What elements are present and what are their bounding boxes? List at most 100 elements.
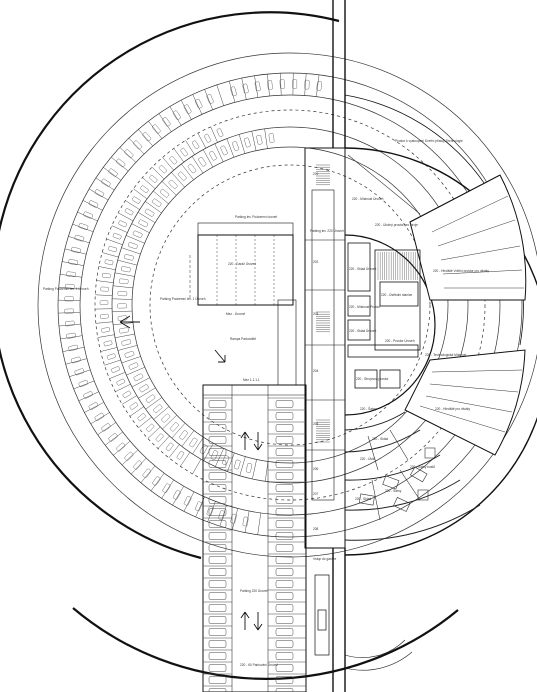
car-inner xyxy=(153,404,163,413)
stall-divider-mid xyxy=(98,266,116,271)
car-mid xyxy=(176,451,185,460)
stall-divider-inner xyxy=(202,149,214,168)
stall-divider-mid xyxy=(168,444,180,458)
stall-divider-outer xyxy=(64,248,87,255)
car-south-left xyxy=(208,676,227,684)
stall-divider-outer xyxy=(84,402,105,413)
label-strip-7: 208 xyxy=(313,527,319,531)
stall-divider-outer xyxy=(58,286,81,290)
car-south-left xyxy=(208,580,227,588)
stall-divider-mid xyxy=(104,359,121,366)
parking-ring xyxy=(37,52,537,558)
car-south-right xyxy=(275,424,294,432)
seating-wedge-lower xyxy=(404,349,526,456)
stall-divider-outer xyxy=(280,73,282,96)
car-outer xyxy=(88,200,99,208)
car-south-right xyxy=(275,652,294,660)
car-outer xyxy=(64,296,74,302)
car-south-left xyxy=(208,604,227,612)
car-inner xyxy=(145,394,156,403)
label-seats-upper: 220 - Hlediště Vnitřní prostor pro divák… xyxy=(433,269,489,273)
ring-stall-outer xyxy=(57,72,523,538)
car-outer xyxy=(64,308,74,314)
car-mid xyxy=(99,300,109,306)
parked-cars xyxy=(64,79,322,527)
stall-divider-outer xyxy=(97,422,117,435)
label-strip-5: 206 xyxy=(313,467,319,471)
stall-divider-inner xyxy=(214,143,224,162)
stall-divider-inner xyxy=(145,201,162,214)
car-mid xyxy=(165,442,174,452)
stall-divider-outer xyxy=(267,74,270,97)
label-south-room-5: 220 - Šatny xyxy=(385,488,402,493)
car-inner xyxy=(132,230,143,238)
stall-divider-outer xyxy=(113,440,131,456)
stall-divider-mid xyxy=(115,383,131,392)
plan-labels: Parking Podzemní lev. 1 Úroveň Parking P… xyxy=(43,139,489,667)
car-mid xyxy=(129,402,139,410)
stall-divider-outer xyxy=(82,200,103,211)
stall-divider-outer xyxy=(150,473,165,491)
car-south-left xyxy=(208,652,227,660)
car-mid xyxy=(137,413,146,422)
label-strip-2: 203 xyxy=(313,312,319,316)
stall-divider-outer xyxy=(77,211,98,222)
car-inner xyxy=(244,137,251,148)
stall-divider-inner xyxy=(226,138,235,158)
car-outer xyxy=(116,442,126,452)
stall-divider-inner xyxy=(137,212,156,223)
label-strip-0: 201 xyxy=(313,172,319,176)
car-south-right xyxy=(275,496,294,504)
stall-divider-outer xyxy=(204,89,213,110)
stall-divider-inner xyxy=(171,172,185,188)
stall-divider-inner xyxy=(112,310,133,313)
stall-divider-outer xyxy=(140,465,156,483)
car-inner xyxy=(220,145,228,156)
car-inner xyxy=(117,291,128,297)
stall-divider-outer xyxy=(95,177,115,191)
car-south-right xyxy=(275,484,294,492)
stall-divider-inner xyxy=(126,235,145,244)
stall-divider-outer xyxy=(228,81,236,103)
stall-divider-inner xyxy=(215,448,224,467)
car-inner xyxy=(119,327,129,334)
outer-arc-main xyxy=(0,11,340,560)
stall-divider-inner xyxy=(145,397,162,410)
car-south-left xyxy=(208,400,227,408)
label-parking-west: Parking Podzemní lev. 1 Úroveň xyxy=(43,286,89,291)
ring-inner-stall-inner xyxy=(131,146,449,464)
stall-divider-inner xyxy=(192,437,204,455)
stall-divider-mid xyxy=(102,252,119,258)
label-strip-1: 202 xyxy=(313,260,319,264)
car-inner xyxy=(168,179,178,189)
stall-divider-outer xyxy=(304,73,307,96)
east-rooms xyxy=(347,242,421,389)
core-rooms xyxy=(197,222,297,386)
car-mid xyxy=(146,423,155,432)
stall-divider-inner xyxy=(181,430,195,447)
stall-divider-inner xyxy=(252,459,257,480)
east-core-arc xyxy=(344,234,436,416)
car-mid xyxy=(108,246,117,253)
car-south-right xyxy=(275,532,294,540)
car-outer xyxy=(142,468,152,478)
stall-divider-outer xyxy=(60,274,82,278)
car-inner xyxy=(139,384,149,393)
car-inner xyxy=(124,350,135,358)
stall-divider-outer xyxy=(161,479,174,499)
stall-divider-outer xyxy=(58,323,81,327)
car-outer xyxy=(94,412,105,421)
label-d220-8: 220 - Strojovna prostor xyxy=(356,377,389,381)
stall-divider-inner xyxy=(113,285,133,289)
car-south-left xyxy=(208,616,227,624)
label-mid-text: Mez - Úrovně xyxy=(226,311,245,316)
stall-divider-inner xyxy=(227,452,235,472)
stall-divider-outer xyxy=(78,391,99,402)
car-south-right xyxy=(275,448,294,456)
stall-divider-mid xyxy=(173,148,185,163)
stall-divider-mid xyxy=(157,435,170,449)
car-inner xyxy=(268,133,275,143)
car-outer xyxy=(254,81,261,92)
car-outer xyxy=(71,246,81,254)
